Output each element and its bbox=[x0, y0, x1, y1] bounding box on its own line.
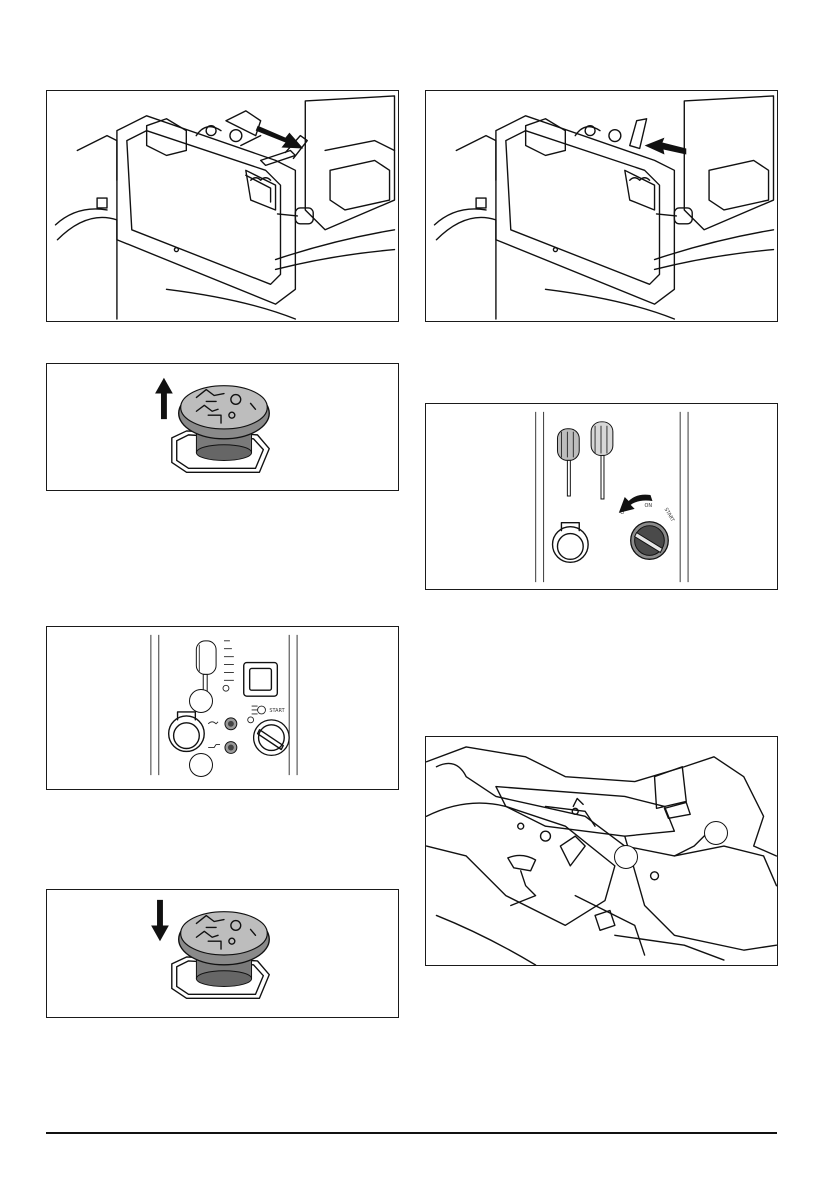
seat-area-drawing bbox=[426, 737, 777, 965]
figure-lever-forward bbox=[425, 90, 778, 322]
arrow-down-icon bbox=[151, 900, 169, 941]
arrow-up-icon bbox=[155, 378, 173, 419]
figure-lever-rear bbox=[46, 90, 399, 322]
panel-indicators-drawing: START bbox=[47, 627, 398, 789]
ignition-label-start: START bbox=[663, 507, 676, 524]
figure-knob-down bbox=[46, 889, 399, 1018]
ignition-label-on: ON bbox=[645, 503, 653, 509]
figure-seat-area bbox=[425, 736, 778, 966]
callout-seat-2 bbox=[704, 821, 728, 845]
callout-indicator-2 bbox=[189, 753, 213, 777]
footer-rule bbox=[46, 1132, 777, 1134]
figure-ignition-off: OFF ON START bbox=[425, 403, 778, 590]
panel-label-start: START bbox=[269, 708, 285, 714]
knob-up-drawing bbox=[47, 364, 398, 490]
ignition-off-drawing: OFF ON START bbox=[426, 404, 777, 589]
figure-knob-up bbox=[46, 363, 399, 491]
callout-indicator-1 bbox=[189, 689, 213, 713]
figure-panel-indicators: START bbox=[46, 626, 399, 790]
lever-rear-drawing bbox=[47, 91, 398, 321]
knob-down-drawing bbox=[47, 890, 398, 1017]
callout-seat-1 bbox=[614, 845, 638, 869]
lever-forward-drawing bbox=[426, 91, 777, 321]
